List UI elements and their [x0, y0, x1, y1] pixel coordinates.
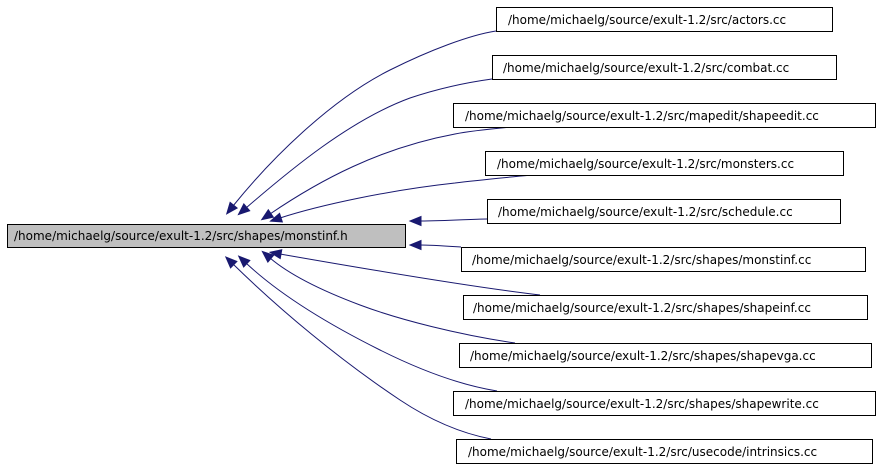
- dependency-edge: [279, 174, 533, 219]
- dependent-node-box: [456, 439, 873, 464]
- dependent-node-box: [496, 7, 833, 32]
- dependent-node-label: /home/michaelg/source/exult-1.2/src/shap…: [473, 301, 811, 315]
- dependency-edge: [269, 257, 516, 344]
- arrowhead-icon: [269, 212, 284, 223]
- dependency-edge: [279, 253, 541, 296]
- arrowhead-icon: [224, 256, 238, 269]
- dependency-edge: [419, 244, 462, 248]
- dependent-node-label: /home/michaelg/source/exult-1.2/src/mape…: [465, 109, 819, 123]
- dependent-node-box: [459, 343, 872, 368]
- dependent-node-label: /home/michaelg/source/exult-1.2/src/comb…: [503, 61, 789, 75]
- dependent-node-label: /home/michaelg/source/exult-1.2/src/acto…: [508, 13, 786, 27]
- arrowhead-icon: [237, 255, 251, 268]
- dependent-node-label: /home/michaelg/source/exult-1.2/src/mons…: [497, 157, 794, 171]
- dependent-node[interactable]: /home/michaelg/source/exult-1.2/src/mape…: [453, 103, 876, 128]
- arrowhead-icon: [408, 239, 422, 251]
- arrowhead-icon: [261, 250, 275, 263]
- center-node-label: /home/michaelg/source/exult-1.2/src/shap…: [14, 229, 348, 243]
- dependent-node-box: [492, 55, 837, 80]
- dependent-node-box: [453, 103, 876, 128]
- dependent-node[interactable]: /home/michaelg/source/exult-1.2/src/shap…: [453, 391, 876, 416]
- arrowhead-icon: [260, 208, 275, 221]
- dependent-node-label: /home/michaelg/source/exult-1.2/src/shap…: [472, 253, 811, 267]
- dependent-node-box: [487, 199, 841, 224]
- dependency-edge: [419, 218, 488, 222]
- arrowhead-icon: [268, 249, 283, 260]
- dependent-node[interactable]: /home/michaelg/source/exult-1.2/src/mons…: [485, 151, 844, 176]
- dependent-node-label: /home/michaelg/source/exult-1.2/src/shap…: [470, 349, 816, 363]
- dependency-edge: [245, 262, 498, 392]
- dependency-edge: [245, 78, 493, 209]
- dependent-node[interactable]: /home/michaelg/source/exult-1.2/src/shap…: [461, 247, 866, 272]
- dependent-node-box: [463, 295, 868, 320]
- arrowhead-icon: [237, 203, 251, 216]
- dependent-node-label: /home/michaelg/source/exult-1.2/src/usec…: [468, 445, 817, 459]
- dependency-edge: [232, 263, 492, 440]
- dependent-node[interactable]: /home/michaelg/source/exult-1.2/src/sche…: [487, 199, 841, 224]
- center-node[interactable]: /home/michaelg/source/exult-1.2/src/shap…: [7, 224, 406, 248]
- dependent-node[interactable]: /home/michaelg/source/exult-1.2/src/comb…: [492, 55, 837, 80]
- arrowhead-icon: [408, 215, 422, 227]
- dependent-node-box: [485, 151, 844, 176]
- dependent-node-label: /home/michaelg/source/exult-1.2/src/shap…: [465, 397, 819, 411]
- arrowhead-icon: [225, 201, 239, 215]
- dependent-node[interactable]: /home/michaelg/source/exult-1.2/src/shap…: [463, 295, 868, 320]
- dependent-node-label: /home/michaelg/source/exult-1.2/src/sche…: [498, 205, 793, 219]
- dependent-node[interactable]: /home/michaelg/source/exult-1.2/src/shap…: [459, 343, 872, 368]
- dependency-edge: [232, 30, 497, 207]
- center-node-box: [7, 224, 406, 248]
- dependent-node[interactable]: /home/michaelg/source/exult-1.2/src/acto…: [496, 7, 833, 32]
- dependent-node-box: [453, 391, 876, 416]
- dependency-edge: [269, 126, 513, 215]
- dependent-node[interactable]: /home/michaelg/source/exult-1.2/src/usec…: [456, 439, 873, 464]
- dependent-node-box: [461, 247, 866, 272]
